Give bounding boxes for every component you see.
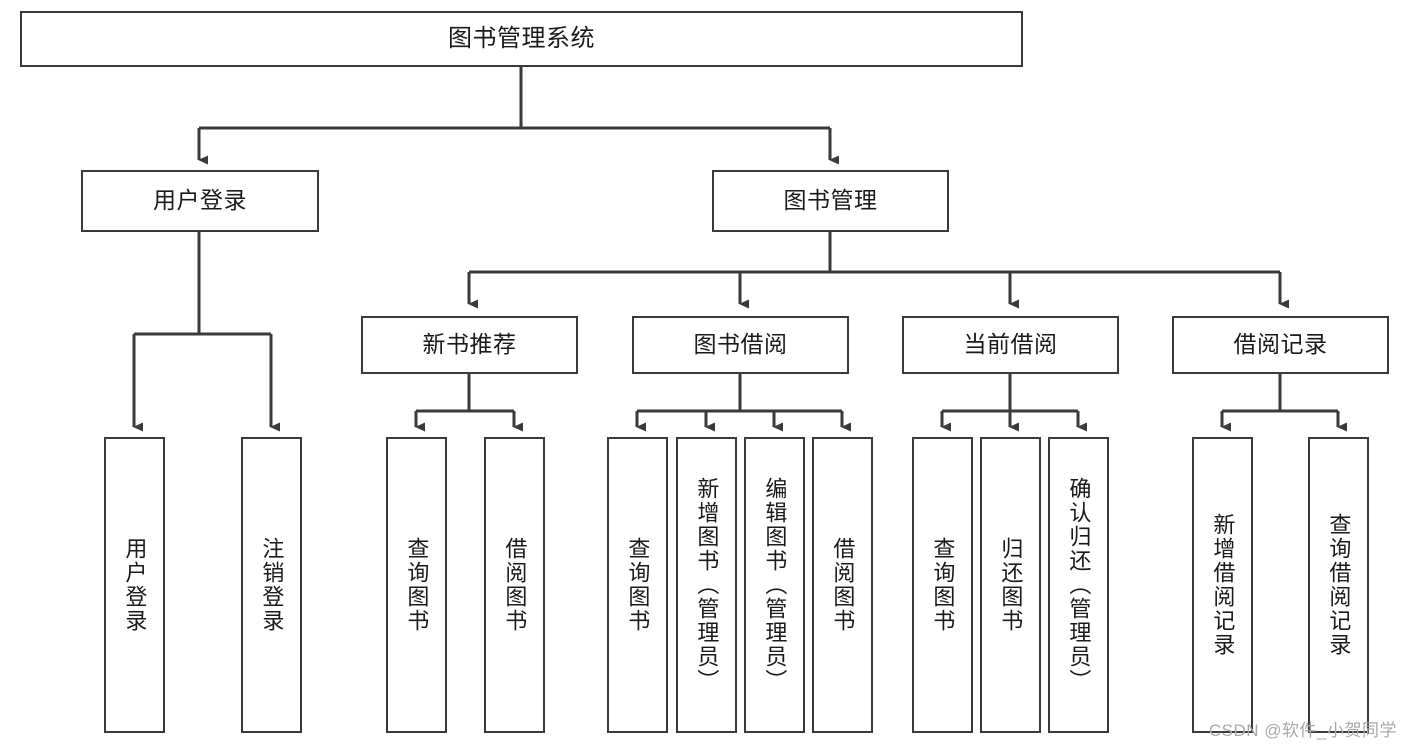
node-book-management-label: 图书管理 [783, 187, 878, 214]
leaf-current-borrow-query[interactable]: 查询图书 [912, 437, 973, 733]
leaf-label: 新增借阅记录 [1210, 513, 1236, 657]
leaf-label: 借阅图书 [830, 537, 856, 633]
leaf-current-borrow-return[interactable]: 归还图书 [980, 437, 1041, 733]
leaf-book-borrow-add[interactable]: 新增图书（管理员） [676, 437, 737, 733]
leaf-label: 编辑图书（管理员） [762, 477, 788, 693]
node-root-system[interactable]: 图书管理系统 [20, 11, 1023, 67]
node-book-management[interactable]: 图书管理 [712, 170, 949, 232]
node-book-borrow[interactable]: 图书借阅 [632, 316, 849, 374]
leaf-label: 借阅图书 [502, 537, 528, 633]
node-new-book-recommend[interactable]: 新书推荐 [361, 316, 578, 374]
leaf-user-login-logout[interactable]: 注销登录 [241, 437, 302, 733]
leaf-book-borrow-edit[interactable]: 编辑图书（管理员） [744, 437, 805, 733]
leaf-label: 查询借阅记录 [1326, 513, 1352, 657]
node-book-borrow-label: 图书借阅 [693, 331, 788, 358]
leaf-book-borrow-borrow[interactable]: 借阅图书 [812, 437, 873, 733]
leaf-new-book-query[interactable]: 查询图书 [386, 437, 447, 733]
leaf-label: 注销登录 [259, 537, 285, 633]
node-current-borrow[interactable]: 当前借阅 [902, 316, 1119, 374]
node-current-borrow-label: 当前借阅 [963, 331, 1058, 358]
leaf-label: 新增图书（管理员） [694, 477, 720, 693]
leaf-book-borrow-query[interactable]: 查询图书 [607, 437, 668, 733]
leaf-borrow-record-query[interactable]: 查询借阅记录 [1308, 437, 1369, 733]
leaf-label: 查询图书 [625, 537, 651, 633]
leaf-label: 查询图书 [404, 537, 430, 633]
leaf-new-book-borrow[interactable]: 借阅图书 [484, 437, 545, 733]
leaf-user-login-login[interactable]: 用户登录 [104, 437, 165, 733]
node-borrow-record[interactable]: 借阅记录 [1172, 316, 1389, 374]
node-new-book-recommend-label: 新书推荐 [422, 331, 517, 358]
leaf-label: 归还图书 [998, 537, 1024, 633]
node-user-login[interactable]: 用户登录 [81, 170, 319, 232]
leaf-borrow-record-add[interactable]: 新增借阅记录 [1192, 437, 1253, 733]
leaf-current-borrow-confirm-return[interactable]: 确认归还（管理员） [1048, 437, 1109, 733]
leaf-label: 查询图书 [930, 537, 956, 633]
watermark: CSDN @软件_小贺同学 [1208, 721, 1397, 740]
leaf-label: 用户登录 [122, 537, 148, 633]
node-borrow-record-label: 借阅记录 [1233, 331, 1328, 358]
node-user-login-label: 用户登录 [153, 187, 247, 214]
node-root-label: 图书管理系统 [448, 24, 595, 52]
leaf-label: 确认归还（管理员） [1066, 477, 1092, 693]
